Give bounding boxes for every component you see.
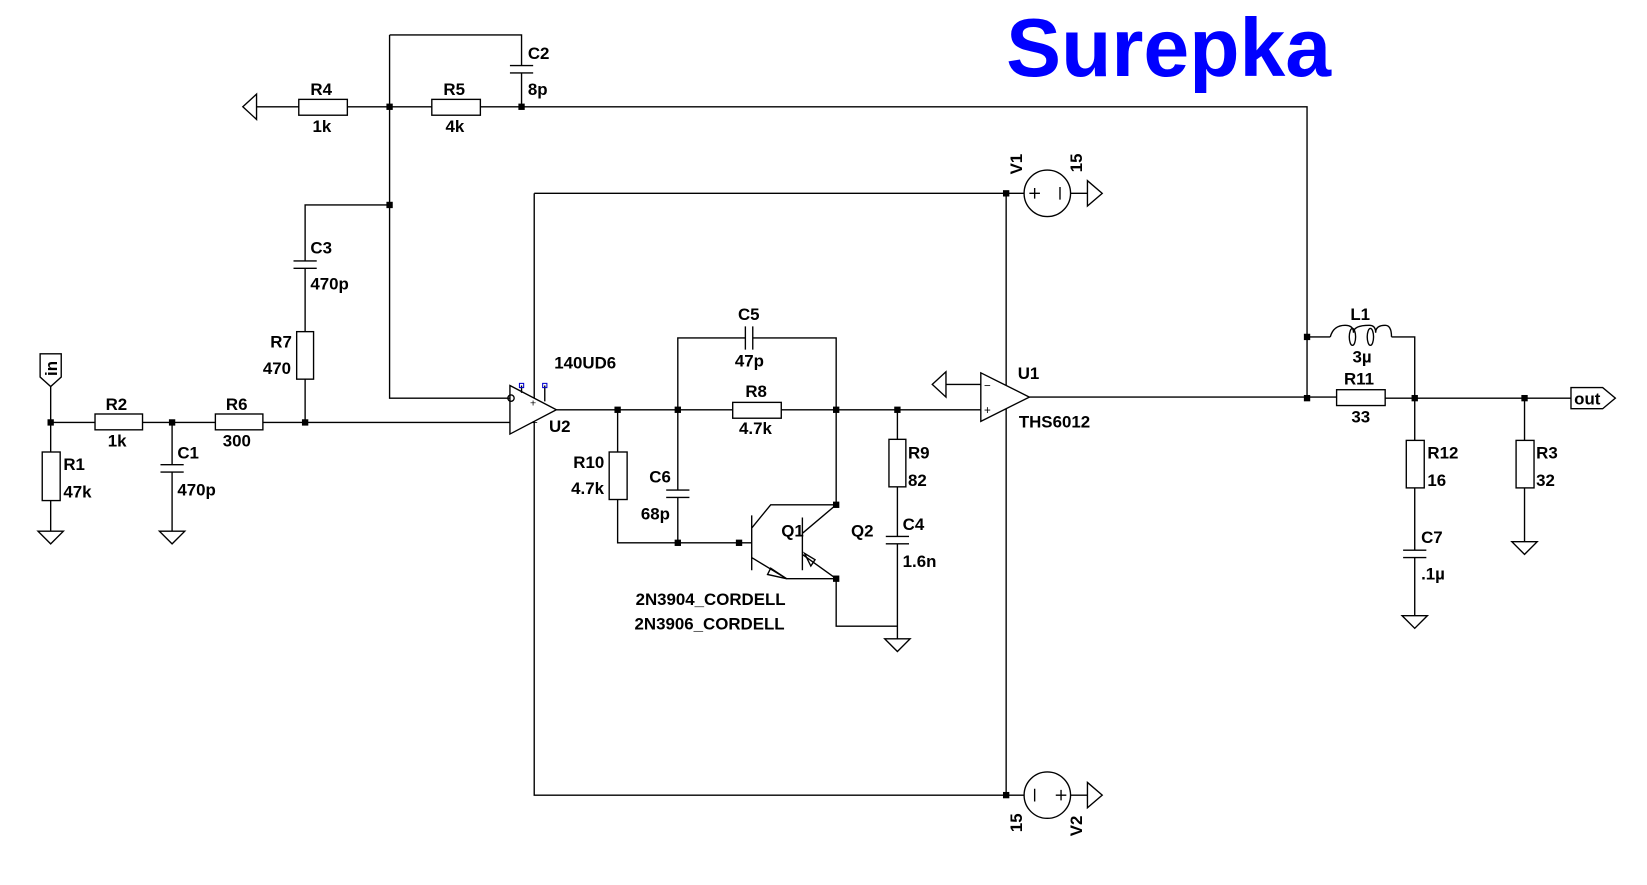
U2-model: 140UD6 (554, 354, 616, 373)
C5-ref: C5 (738, 305, 760, 324)
Q1-model: 2N3904_CORDELL (636, 590, 786, 609)
R2-value: 1k (108, 432, 127, 451)
C2-value: 8p (528, 80, 548, 99)
C5-value: 47p (735, 351, 764, 370)
V2-ref: V2 (1067, 816, 1086, 837)
R11-ref: R11 (1344, 369, 1374, 388)
input-port-label: in (42, 361, 61, 376)
emitter-arrow-icon (766, 551, 817, 580)
output-port-label: out (1574, 389, 1601, 408)
R7-value: 470 (263, 359, 291, 378)
R4-value: 1k (313, 117, 332, 136)
R6-value: 300 (223, 432, 251, 451)
opamp-U2[interactable]: + − 140UD6 U2 (507, 354, 616, 436)
R5-ref: R5 (443, 80, 465, 99)
V2-value: 15 (1007, 813, 1026, 832)
Q2-ref: Q2 (851, 521, 874, 540)
C7-ref: C7 (1421, 528, 1443, 547)
C7-value: .1µ (1421, 565, 1445, 584)
svg-text:−: − (531, 417, 538, 430)
schematic-title: Surepka (1006, 2, 1332, 94)
transistor-Q1-Q2[interactable]: Q1 Q2 2N3904_CORDELL 2N3906_CORDELL (635, 504, 874, 634)
R10-ref: R10 (573, 453, 604, 472)
R1-value: 47k (63, 482, 92, 501)
capacitor-C1[interactable]: C1 470p (160, 443, 216, 499)
input-port[interactable]: in (39, 353, 62, 388)
Q2-model: 2N3906_CORDELL (635, 614, 785, 633)
capacitor-C7[interactable]: C7 .1µ (1403, 528, 1445, 584)
ground-arrow-icon (1086, 780, 1104, 810)
resistor-R6[interactable]: R6 300 (214, 395, 264, 451)
ground-arrow-icon (241, 92, 947, 399)
R8-value: 4.7k (739, 419, 772, 438)
R12-value: 16 (1427, 471, 1446, 490)
C6-ref: C6 (649, 468, 671, 487)
R3-ref: R3 (1536, 443, 1558, 462)
U2-ref: U2 (549, 417, 571, 436)
ground-symbols (36, 92, 1539, 653)
R4-ref: R4 (310, 80, 332, 99)
R9-value: 82 (908, 471, 927, 490)
capacitor-C3[interactable]: C3 470p (293, 239, 349, 294)
C3-value: 470p (310, 274, 348, 293)
C1-ref: C1 (177, 443, 199, 462)
C3-ref: C3 (310, 239, 332, 258)
C4-value: 1.6n (903, 552, 937, 571)
capacitor-C4[interactable]: C4 1.6n (885, 515, 937, 571)
L1-value: 3µ (1352, 347, 1371, 366)
R2-ref: R2 (106, 395, 128, 414)
C4-ref: C4 (903, 515, 925, 534)
ground-arrow-icon (1086, 179, 1104, 208)
svg-text:+: + (530, 398, 536, 410)
resistor-R10[interactable]: R10 4.7k (571, 451, 628, 501)
C1-value: 470p (177, 480, 215, 499)
R8-ref: R8 (745, 382, 767, 401)
R6-ref: R6 (226, 395, 248, 414)
R1-ref: R1 (63, 455, 85, 474)
svg-text:+: + (984, 404, 991, 417)
R3-value: 32 (1536, 471, 1555, 490)
U1-ref: U1 (1018, 364, 1040, 383)
resistor-R11[interactable]: R11 33 (1335, 369, 1386, 426)
resistor-R2[interactable]: R2 1k (94, 395, 144, 451)
resistor-R4[interactable]: R4 1k (298, 80, 349, 136)
resistor-R5[interactable]: R5 4k (431, 80, 482, 136)
R10-value: 4.7k (571, 479, 604, 498)
R7-ref: R7 (270, 332, 292, 351)
L1-ref: L1 (1350, 305, 1370, 324)
capacitor-C2[interactable]: C2 8p (509, 44, 550, 99)
wires (49, 34, 1571, 796)
voltage-source-V2[interactable]: 15 V2 (1007, 771, 1104, 837)
R12-ref: R12 (1427, 443, 1458, 462)
inductor-L1[interactable]: L1 3µ (1329, 305, 1393, 366)
R5-value: 4k (446, 117, 465, 136)
svg-text:−: − (984, 380, 991, 393)
resistor-R8[interactable]: R8 4.7k (732, 382, 782, 438)
V1-ref: V1 (1007, 154, 1026, 175)
capacitor-C6[interactable]: C6 68p (641, 468, 690, 524)
U1-model: THS6012 (1019, 413, 1090, 432)
output-port[interactable]: out (1570, 386, 1617, 410)
C6-value: 68p (641, 505, 670, 524)
Q1-ref: Q1 (781, 521, 804, 540)
R11-value: 33 (1351, 407, 1370, 426)
C2-ref: C2 (528, 44, 550, 63)
V1-value: 15 (1067, 153, 1086, 172)
R9-ref: R9 (908, 443, 930, 462)
voltage-source-V1[interactable]: V1 15 (1007, 153, 1104, 218)
junctions (47, 103, 1528, 799)
capacitor-C5[interactable]: C5 47p (735, 305, 764, 370)
opamp-U1[interactable]: − + U1 THS6012 (980, 364, 1090, 432)
